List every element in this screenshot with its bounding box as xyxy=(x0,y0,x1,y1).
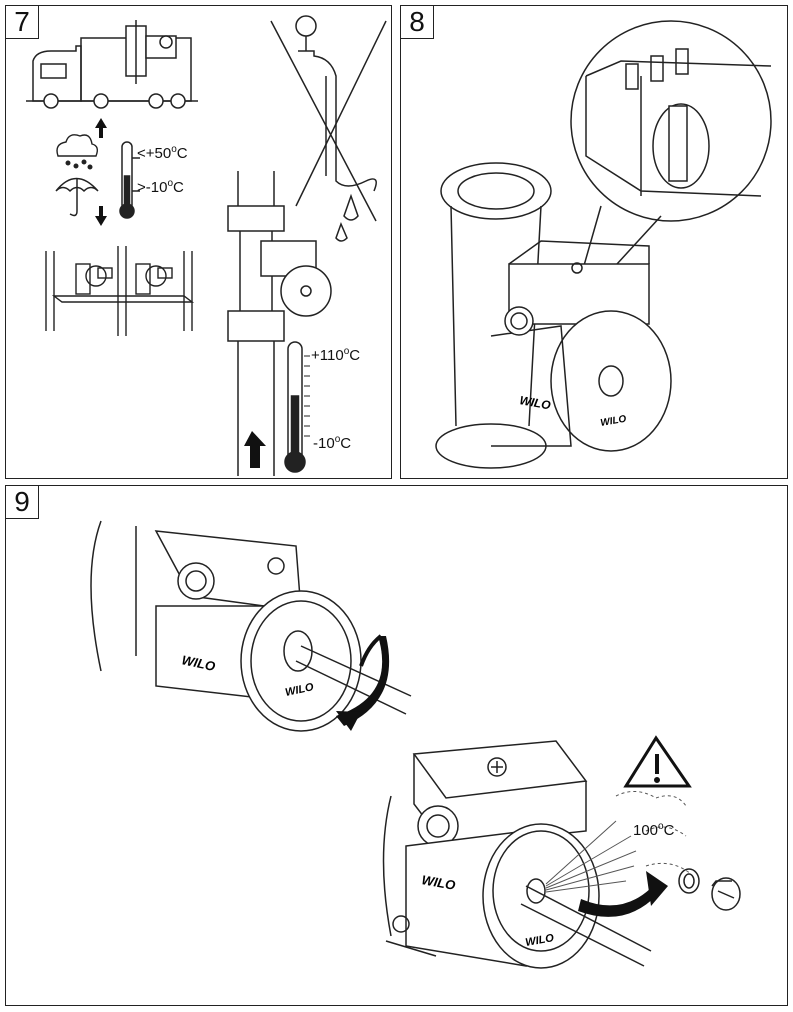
panel-7-illustration xyxy=(26,15,387,476)
no-dripping-water-icon xyxy=(270,15,387,242)
brand-label: WILO xyxy=(420,872,456,893)
arrow-down-icon xyxy=(95,206,107,226)
panel-number: 7 xyxy=(5,5,39,39)
pump-icon xyxy=(90,520,362,732)
storage-thermometer-icon xyxy=(119,141,140,219)
hot-water-temp: 100oC xyxy=(633,821,675,839)
brand-label: WILO xyxy=(524,932,555,949)
brand-label: WILO xyxy=(180,652,216,674)
pump-icon xyxy=(382,740,652,969)
hot-steam-icon xyxy=(545,791,692,893)
brand-label: WILO xyxy=(284,681,315,699)
warning-triangle-icon xyxy=(623,735,692,788)
flow-direction-arrow-icon xyxy=(244,431,266,468)
fluid-max-temp: +110oC xyxy=(311,346,361,364)
panel-9: 9 WILO WILO xyxy=(5,485,788,1006)
umbrella-icon xyxy=(55,177,99,217)
magnified-detail-icon xyxy=(570,20,772,277)
storage-min-temp: >-10oC xyxy=(137,178,184,196)
pipe-installation-icon xyxy=(227,171,332,476)
vent-screw-icon xyxy=(711,877,741,911)
fluid-min-temp: -10oC xyxy=(313,434,352,452)
rotate-arrow-icon xyxy=(336,634,390,731)
open-arrow-icon xyxy=(578,871,668,917)
sealing-ring-icon xyxy=(678,868,700,894)
panel-8-illustration: WILO WILO xyxy=(435,20,772,469)
arrow-up-icon xyxy=(95,118,107,138)
pump-icon xyxy=(435,162,672,469)
storage-shelf-icon xyxy=(45,246,195,336)
panel-number: 8 xyxy=(400,5,434,39)
rain-cloud-icon xyxy=(56,134,99,170)
brand-label: WILO xyxy=(518,393,552,412)
fluid-thermometer-icon xyxy=(284,341,310,473)
panel-7: 7 xyxy=(5,5,392,479)
panel-9-illustration: WILO WILO xyxy=(90,520,741,969)
panel-number: 9 xyxy=(5,485,39,519)
brand-label: WILO xyxy=(600,414,628,429)
transport-truck-icon xyxy=(26,20,198,109)
storage-max-temp: <+50oC xyxy=(137,144,188,162)
panel-8: 8 xyxy=(400,5,788,479)
screwdriver-icon xyxy=(295,645,412,715)
